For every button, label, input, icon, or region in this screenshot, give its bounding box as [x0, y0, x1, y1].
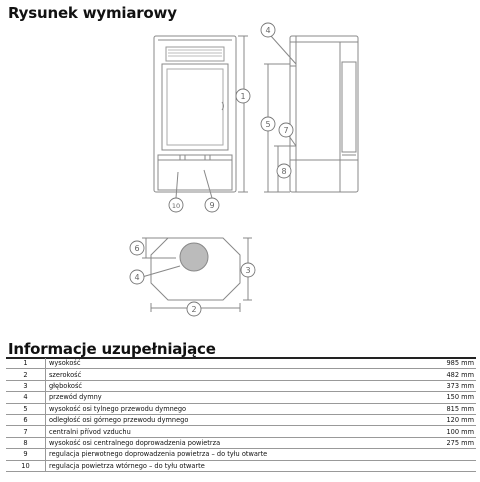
row-value: 275 mm — [411, 437, 476, 450]
row-description: wysokość osi centralnego doprowadzenia p… — [45, 437, 411, 450]
callout-4-circle — [129, 269, 145, 285]
callout-9: 9 — [209, 201, 214, 210]
callout-2: 2 — [191, 305, 196, 314]
row-description: regulacja pierwotnego doprowadzenia powi… — [45, 448, 411, 461]
row-value: 373 mm — [411, 380, 476, 393]
callout-3-circle — [240, 262, 256, 278]
callout-1: 1 — [240, 92, 245, 101]
row-description: wysokość — [45, 358, 411, 370]
top-view — [141, 237, 252, 312]
row-number: 7 — [6, 425, 46, 438]
callout-8: 8 — [281, 167, 286, 176]
row-value: 482 mm — [411, 368, 476, 381]
callout-4b-circle — [260, 22, 276, 38]
row-value: 985 mm — [411, 358, 476, 370]
row-number: 2 — [6, 368, 46, 381]
row-number: 6 — [6, 414, 46, 427]
callout-7: 7 — [283, 126, 288, 135]
callout-4: 4 — [134, 273, 139, 282]
callout-10: 10 — [172, 202, 180, 210]
row-description: szerokość — [45, 368, 411, 381]
row-description: przewód dymny — [45, 391, 411, 404]
row-number: 1 — [6, 358, 46, 370]
row-number: 3 — [6, 380, 46, 393]
callout-4b: 4 — [265, 26, 270, 35]
callout-9-circle — [204, 197, 220, 213]
row-value: 150 mm — [411, 391, 476, 404]
callout-7-circle — [278, 122, 294, 138]
row-description: regulacja powietrza wtórnego – do tyłu o… — [45, 460, 411, 472]
row-value — [411, 460, 476, 472]
row-number: 5 — [6, 403, 46, 415]
callout-6: 6 — [134, 244, 139, 253]
drawing-title: Rysunek wymiarowy — [8, 4, 177, 22]
row-value: 100 mm — [411, 425, 476, 438]
row-description: głębokość — [45, 380, 411, 393]
row-number: 9 — [6, 448, 46, 461]
row-description: centralni přívod vzduchu — [45, 425, 411, 438]
callout-1-circle — [235, 88, 251, 104]
row-description: odległość osi górnego przewodu dymnego — [45, 414, 411, 427]
callout-10-circle — [168, 197, 184, 213]
flue-opening-top — [179, 242, 209, 272]
callout-8-circle — [276, 163, 292, 179]
row-value — [411, 448, 476, 461]
callout-3: 3 — [245, 266, 250, 275]
row-value: 815 mm — [411, 403, 476, 415]
row-number: 4 — [6, 391, 46, 404]
dimension-drawing: 1 2 3 4 4 5 6 7 8 9 10 — [129, 22, 359, 317]
row-number: 8 — [6, 437, 46, 450]
row-description: wysokość osi tylnego przewodu dymnego — [45, 403, 411, 415]
info-title: Informacje uzupełniające — [8, 340, 216, 358]
callout-2-circle — [186, 301, 202, 317]
front-view — [153, 35, 248, 199]
row-number: 10 — [6, 460, 46, 472]
callout-6-circle — [129, 240, 145, 256]
callout-5: 5 — [265, 120, 270, 129]
callout-5-circle — [260, 116, 276, 132]
row-value: 120 mm — [411, 414, 476, 427]
